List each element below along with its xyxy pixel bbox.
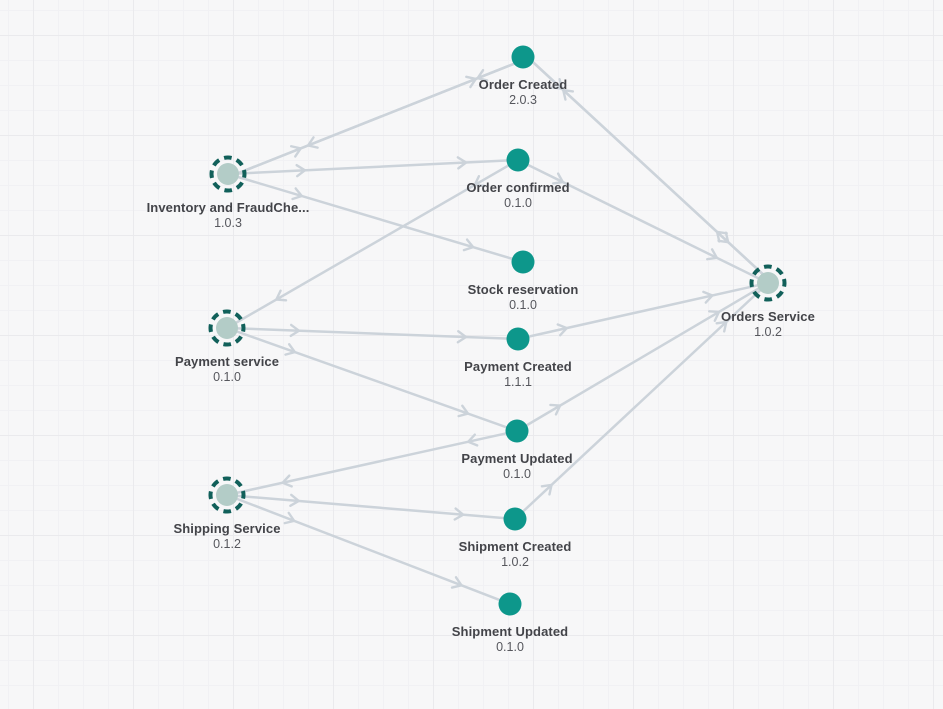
node-version: 0.1.0	[509, 298, 537, 312]
edge-shipping-to-shipment-updated	[226, 493, 511, 606]
edge-arrow-icon	[562, 88, 575, 101]
edge-arrow-icon	[462, 238, 475, 252]
edge-arrow-icon	[715, 230, 728, 243]
edge-arrow-icon	[290, 145, 302, 158]
edge-arrow-icon	[717, 231, 730, 244]
edge-arrow-icon	[466, 433, 479, 447]
node-label: Payment Created	[464, 359, 572, 374]
edge-arrow-icon	[473, 175, 486, 187]
node-version: 1.0.3	[214, 216, 242, 230]
node-version: 0.1.0	[496, 640, 524, 654]
node-label: Order Created	[478, 77, 568, 92]
edge-arrow-icon	[289, 493, 300, 507]
event-dot-icon	[505, 419, 529, 443]
edge-arrow-icon	[549, 403, 562, 416]
edge-payment-to-payment-created	[226, 326, 519, 341]
node-label: Shipping Service	[173, 521, 281, 536]
event-dot-icon	[498, 592, 522, 616]
node-version: 1.1.1	[504, 375, 532, 389]
edge-arrow-icon	[457, 404, 470, 418]
node-version: 0.1.0	[503, 467, 531, 481]
node-version: 1.0.2	[501, 555, 529, 569]
event-dot-icon	[506, 327, 530, 351]
edge-arrow-icon	[708, 310, 721, 322]
edge-arrow-icon	[476, 68, 489, 82]
edge-arrow-icon	[450, 576, 463, 589]
event-dot-icon	[503, 507, 527, 531]
service-dot-icon	[208, 476, 246, 514]
edge-arrow-icon	[456, 156, 468, 170]
edge-arrow-icon	[291, 187, 303, 201]
event-dot-icon	[506, 148, 530, 172]
node-label: Shipment Created	[458, 539, 572, 554]
edge-arrow-icon	[556, 323, 568, 337]
edge-arrow-icon	[550, 78, 563, 90]
node-label: Shipment Updated	[451, 624, 569, 639]
edge-arrow-icon	[281, 474, 293, 488]
node-label: Inventory and FraudChe...	[146, 200, 310, 215]
edge-arrow-icon	[289, 323, 301, 338]
edge-arrow-icon	[552, 172, 565, 185]
service-dot-icon	[209, 155, 247, 193]
edge-arrow-icon	[284, 343, 297, 356]
edge-inventory-to-order-confirmed	[227, 158, 519, 176]
edge-arrow-icon	[283, 511, 296, 525]
node-label: Stock reservation	[467, 282, 579, 297]
node-version: 0.1.0	[213, 370, 241, 384]
service-dot-icon	[749, 264, 787, 302]
node-version: 0.1.0	[504, 196, 532, 210]
node-label: Payment service	[174, 354, 280, 369]
edge-order-confirmed-to-orders	[517, 158, 769, 285]
edge-arrow-icon	[456, 330, 468, 344]
event-dot-icon	[511, 45, 535, 69]
service-dot-icon	[208, 309, 246, 347]
edge-shipping-to-shipment-created	[226, 493, 516, 521]
node-version: 0.1.2	[213, 537, 241, 551]
edge-arrow-icon	[540, 483, 553, 496]
edge-arrow-icon	[306, 136, 319, 149]
edge-order-created-to-orders	[524, 53, 771, 282]
edge-arrow-icon	[715, 320, 728, 333]
edge-arrow-icon	[295, 163, 307, 178]
edge-arrow-icon	[275, 289, 288, 302]
edge-payment-created-to-orders	[517, 281, 769, 341]
node-version: 2.0.3	[509, 93, 537, 107]
event-dot-icon	[511, 250, 535, 274]
edge-arrow-icon	[453, 507, 465, 521]
edge-arrowheads	[275, 68, 730, 589]
node-label: Orders Service	[721, 309, 815, 324]
node-label: Order confirmed	[466, 180, 570, 195]
node-version: 1.0.2	[754, 325, 782, 339]
edge-arrow-icon	[465, 75, 477, 89]
node-label: Payment Updated	[461, 451, 573, 466]
edge-arrow-icon	[706, 248, 719, 261]
edge-arrow-icon	[702, 290, 714, 304]
